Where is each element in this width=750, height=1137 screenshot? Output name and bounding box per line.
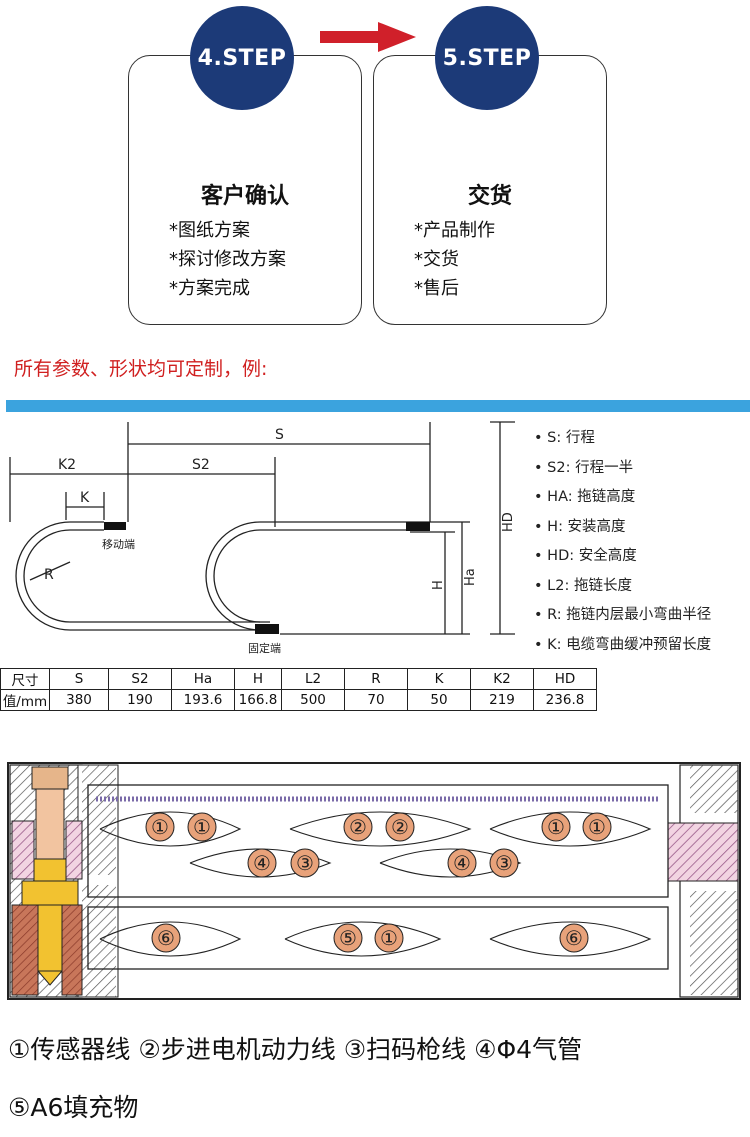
table-cell: Ha <box>171 668 235 690</box>
cable-label: ① <box>193 815 211 839</box>
cable-label: ① <box>547 815 565 839</box>
table-cell: H <box>234 668 282 690</box>
cable-label: ① <box>151 815 169 839</box>
cable-label: ② <box>349 815 367 839</box>
table-cell: 500 <box>281 689 345 711</box>
label-s: S <box>275 427 284 443</box>
table-cell: 尺寸 <box>0 668 50 690</box>
table-cell: 50 <box>407 689 471 711</box>
cable-label: ④ <box>453 851 471 875</box>
cable-caption-line2: ⑤A6填充物 <box>8 1093 139 1122</box>
divider-band <box>6 400 750 412</box>
cable-caption-line1: ①传感器线 ②步进电机动力线 ③扫码枪线 ④Φ4气管 <box>8 1035 583 1064</box>
legend-item: • H: 安装高度 <box>534 518 626 535</box>
dimension-legend: • S: 行程 • S2: 行程一半 • HA: 拖链高度 • H: 安装高度 … <box>534 424 711 660</box>
label-moving-end: 移动端 <box>102 538 135 551</box>
table-cell: K <box>407 668 471 690</box>
cable-label: ⑤ <box>339 926 357 950</box>
cable-label: ③ <box>296 851 314 875</box>
cable-label: ② <box>391 815 409 839</box>
legend-item: • S2: 行程一半 <box>534 459 634 476</box>
list-item: *交货 <box>414 249 459 270</box>
card-title: 交货 <box>467 184 512 209</box>
cable-label: ⑥ <box>565 926 583 950</box>
step4-badge: 4.STEP <box>190 6 294 110</box>
label-r: R <box>44 567 54 583</box>
label-s2: S2 <box>192 457 210 473</box>
cable-layout-diagram: ① ① ② ② ① ① ④ ③ ④ ③ ⑥ ⑤ ① ⑥ <box>7 762 741 1000</box>
list-item: *产品制作 <box>414 220 495 241</box>
table-cell: 值/mm <box>0 689 50 711</box>
table-cell: R <box>344 668 408 690</box>
cable-label: ① <box>588 815 606 839</box>
list-item: *探讨修改方案 <box>169 249 286 270</box>
table-cell: 380 <box>49 689 109 711</box>
label-k: K <box>80 490 90 506</box>
step5-badge: 5.STEP <box>435 6 539 110</box>
table-cell: 70 <box>344 689 408 711</box>
step5-list: *产品制作 *交货 *售后 <box>414 216 495 303</box>
label-hd: HD <box>501 512 516 532</box>
list-item: *售后 <box>414 278 459 299</box>
table-cell: 166.8 <box>234 689 282 711</box>
drag-chain-diagram: S S2 K2 K R 移动端 固定端 H Ha HD <box>9 421 516 655</box>
parameter-table: 尺寸 S S2 Ha H L2 R K K2 HD 值/mm 380 190 1… <box>0 668 597 711</box>
table-cell: S <box>49 668 109 690</box>
label-h: H <box>431 580 446 590</box>
step4-list: *图纸方案 *探讨修改方案 *方案完成 <box>169 216 286 303</box>
table-cell: 193.6 <box>171 689 235 711</box>
cable-label: ④ <box>253 851 271 875</box>
table-row: 值/mm 380 190 193.6 166.8 500 70 50 219 2… <box>0 689 597 711</box>
table-cell: 219 <box>470 689 534 711</box>
table-cell: K2 <box>470 668 534 690</box>
legend-item: • HA: 拖链高度 <box>534 489 636 505</box>
cable-label: ⑥ <box>157 926 175 950</box>
table-cell: S2 <box>108 668 172 690</box>
customization-note: 所有参数、形状均可定制，例: <box>14 358 268 380</box>
list-item: *方案完成 <box>169 278 250 299</box>
label-fixed-end: 固定端 <box>248 641 281 655</box>
table-cell: L2 <box>281 668 345 690</box>
legend-item: • S: 行程 <box>534 430 595 446</box>
table-cell: HD <box>533 668 597 690</box>
legend-item: • K: 电缆弯曲缓冲预留长度 <box>534 636 712 653</box>
table-cell: 190 <box>108 689 172 711</box>
card-title: 客户确认 <box>200 184 289 209</box>
table-cell: 236.8 <box>533 689 597 711</box>
list-item: *图纸方案 <box>169 220 250 241</box>
arrow-right-icon <box>320 22 416 52</box>
cable-label: ③ <box>495 851 513 875</box>
legend-item: • HD: 安全高度 <box>534 548 637 564</box>
cable-label: ① <box>380 926 398 950</box>
label-ha: Ha <box>463 568 478 586</box>
legend-item: • R: 拖链内层最小弯曲半径 <box>534 607 712 623</box>
table-row: 尺寸 S S2 Ha H L2 R K K2 HD <box>0 668 597 690</box>
legend-item: • L2: 拖链长度 <box>534 577 632 594</box>
label-k2: K2 <box>58 457 76 473</box>
